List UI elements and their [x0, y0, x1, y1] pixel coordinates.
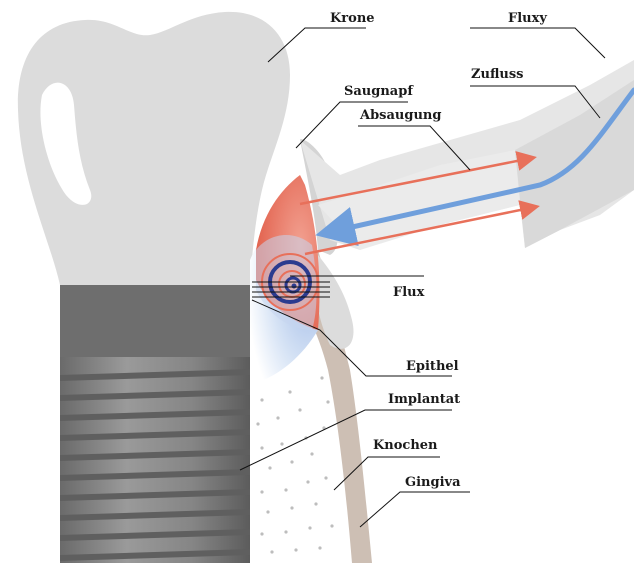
- label-knochen: Knochen: [373, 438, 438, 453]
- bone-dot: [306, 480, 309, 483]
- label-gingiva: Gingiva: [405, 475, 461, 490]
- fluxy-device: [300, 60, 634, 349]
- bone-dot: [284, 488, 287, 491]
- label-zufluss: Zufluss: [471, 67, 523, 82]
- bone-dot: [276, 416, 279, 419]
- label-flux: Flux: [393, 285, 425, 300]
- bone-dot: [260, 532, 263, 535]
- bone-dot: [324, 476, 327, 479]
- bone-dot: [326, 400, 329, 403]
- implant: [60, 285, 250, 563]
- bone-dot: [270, 550, 273, 553]
- bone-dot: [314, 502, 317, 505]
- bone-dot: [310, 452, 313, 455]
- bone-dot: [294, 548, 297, 551]
- bone-dot: [298, 408, 301, 411]
- bone-dot: [320, 376, 323, 379]
- bone-dot: [280, 442, 283, 445]
- label-fluxy: Fluxy: [508, 11, 547, 26]
- bone-dot: [266, 510, 269, 513]
- bone-dot: [260, 446, 263, 449]
- bone-dot: [318, 546, 321, 549]
- bone-dot: [290, 460, 293, 463]
- leader-fluxy: [470, 28, 605, 58]
- bone-dot: [290, 506, 293, 509]
- bone-dot: [284, 530, 287, 533]
- label-krone: Krone: [330, 11, 375, 26]
- bone-dot: [260, 398, 263, 401]
- bone-dot: [256, 422, 259, 425]
- bone-dot: [308, 526, 311, 529]
- label-absaugung: Absaugung: [359, 108, 441, 123]
- bone-dot: [330, 524, 333, 527]
- label-epithel: Epithel: [406, 359, 459, 374]
- label-saugnapf: Saugnapf: [344, 84, 414, 99]
- leader-gingiva: [360, 492, 470, 527]
- label-implantat: Implantat: [388, 392, 460, 407]
- bone-dot: [260, 490, 263, 493]
- bone-dot: [288, 390, 291, 393]
- bone-dot: [268, 466, 271, 469]
